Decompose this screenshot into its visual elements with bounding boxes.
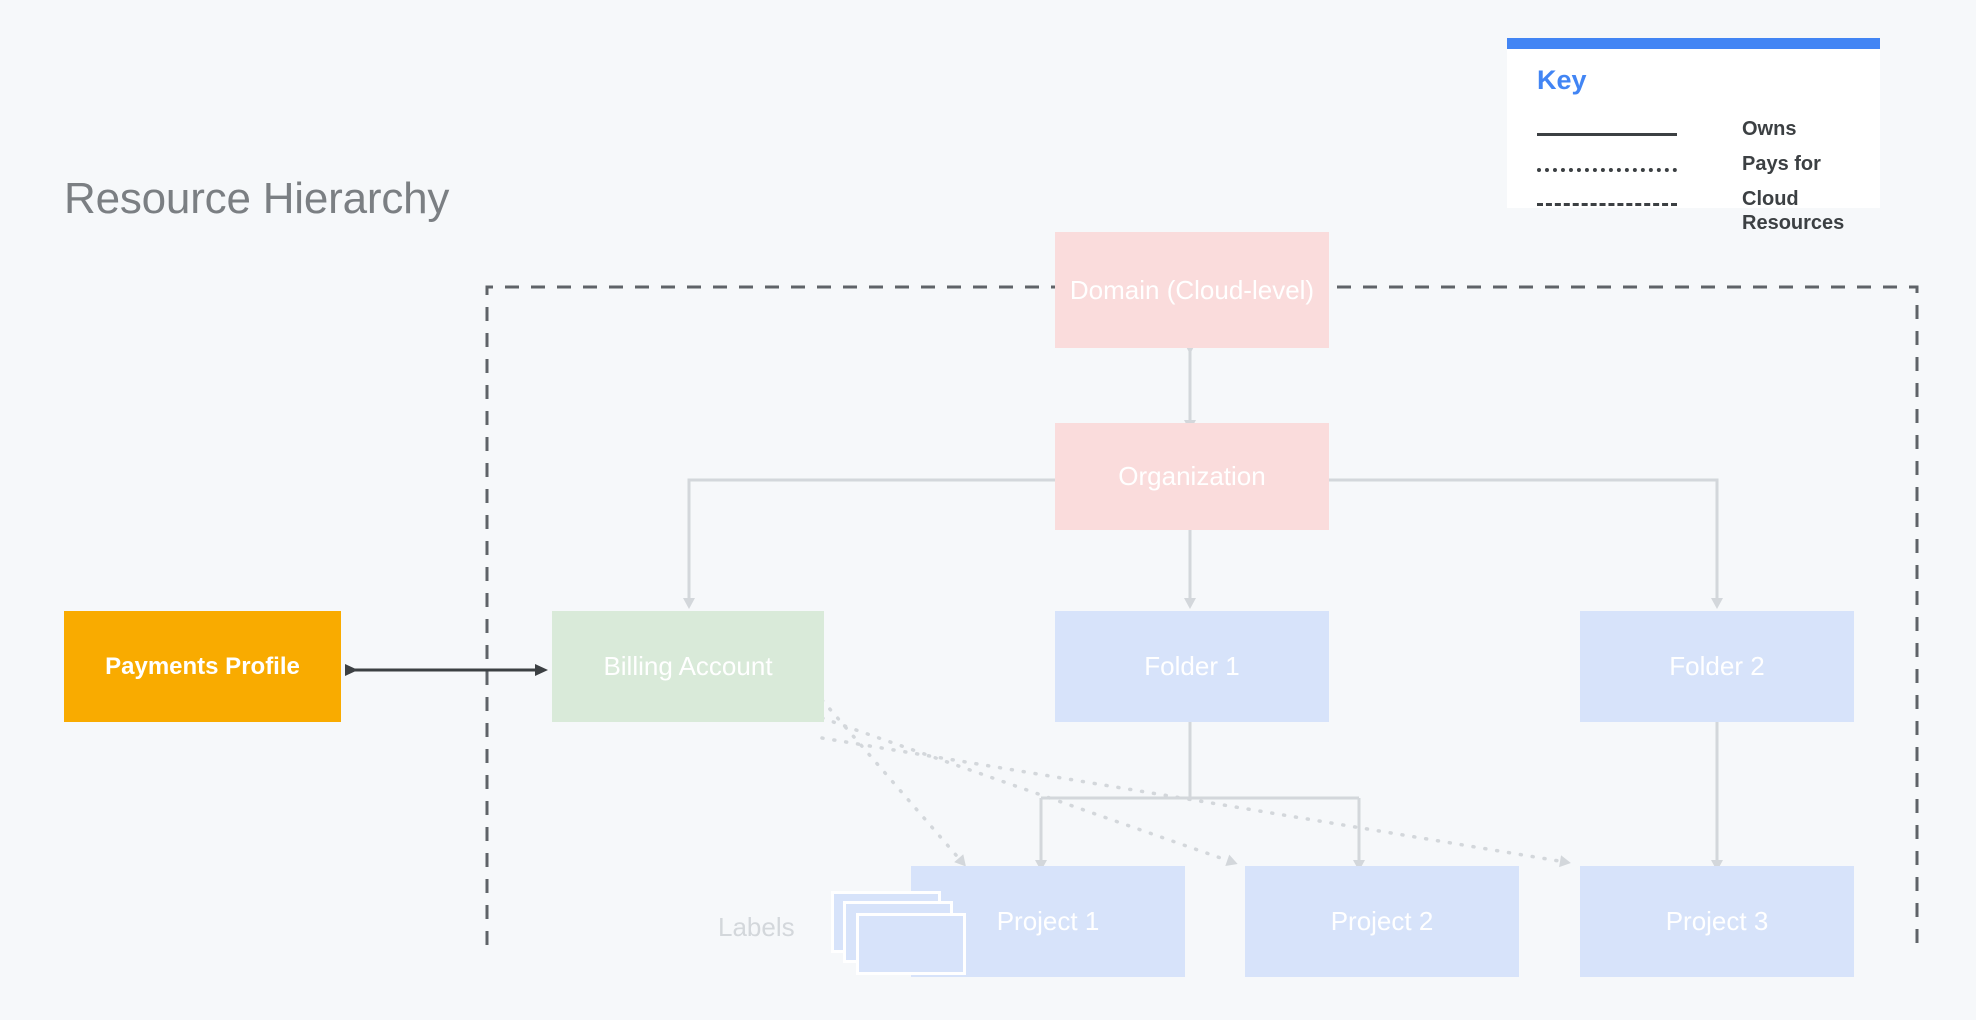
label-card-front: [856, 913, 966, 975]
node-folder-2[interactable]: Folder 2: [1580, 611, 1854, 722]
key-row-owns: Owns: [1537, 117, 1867, 151]
edge-billing-pays-for: [820, 698, 1571, 868]
key-row-pays-for: Pays for: [1537, 152, 1867, 186]
node-folder-2-label: Folder 2: [1669, 651, 1765, 681]
key-panel: Key Owns Pays for Cloud Resources: [1507, 38, 1880, 234]
page-title: Resource Hierarchy: [64, 174, 450, 223]
key-label-cloud-resources: Cloud Resources: [1742, 188, 1845, 234]
node-project-2-label: Project 2: [1330, 906, 1434, 936]
node-domain[interactable]: Domain (Cloud-level): [1055, 232, 1329, 348]
key-accent-bar: [1507, 38, 1880, 49]
node-project-1-label: Project 1: [996, 906, 1100, 936]
node-billing-account-label: Billing Account: [603, 651, 773, 681]
key-line-dashed-icon: [1537, 203, 1677, 206]
node-project-3[interactable]: Project 3: [1580, 866, 1854, 977]
node-folder-1[interactable]: Folder 1: [1055, 611, 1329, 722]
node-organization[interactable]: Organization: [1055, 423, 1329, 530]
node-billing-account[interactable]: Billing Account: [552, 611, 824, 722]
key-row-cloud-resources: Cloud Resources: [1537, 187, 1867, 234]
node-folder-1-label: Folder 1: [1144, 651, 1240, 681]
edge-folder1-projects: [1035, 722, 1365, 871]
node-payments-profile-label: Payments Profile: [105, 652, 300, 680]
key-label-pays-for: Pays for: [1742, 153, 1821, 175]
key-line-solid-icon: [1537, 133, 1677, 136]
node-domain-label: Domain (Cloud-level): [1069, 274, 1315, 305]
node-project-2[interactable]: Project 2: [1245, 866, 1519, 977]
node-payments-profile[interactable]: Payments Profile: [64, 611, 341, 722]
key-line-dotted-icon: [1537, 168, 1677, 172]
labels-caption: Labels: [718, 912, 795, 942]
node-project-3-label: Project 3: [1665, 906, 1769, 936]
node-organization-label: Organization: [1118, 461, 1266, 491]
key-heading: Key: [1537, 65, 1587, 95]
key-body: Key Owns Pays for Cloud Resources: [1507, 49, 1880, 234]
key-label-owns: Owns: [1742, 118, 1797, 140]
